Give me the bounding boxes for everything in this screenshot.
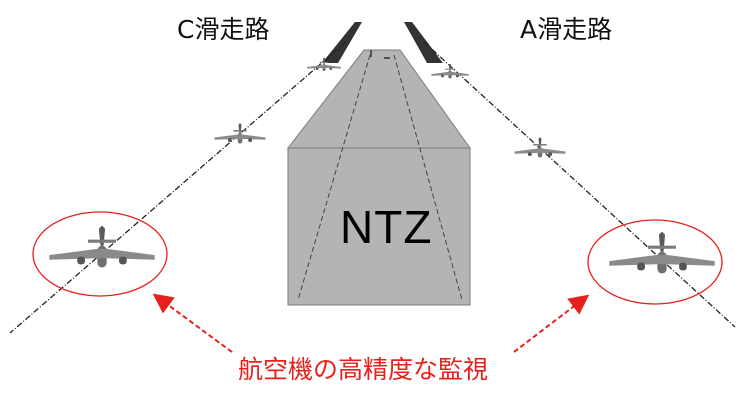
highlight-ring-right [587, 219, 723, 305]
runway-c-strip [322, 22, 362, 63]
approach-line-c [9, 41, 347, 334]
ntz-center-line-right [393, 54, 463, 301]
runway-a-label: A滑走路 [520, 15, 613, 44]
pointer-arrow-left [152, 293, 233, 353]
airplane-icon [49, 225, 155, 268]
ntz-center-line-left [297, 54, 371, 301]
pointer-arrow-right [513, 294, 590, 353]
airplane-icon [514, 137, 566, 158]
runway-c-label: C滑走路 [177, 15, 270, 44]
runway-a-strip [404, 22, 443, 63]
airplane-icon [609, 231, 715, 274]
ntz-top-face [286, 49, 471, 149]
ntz-box [287, 147, 471, 306]
approach-line-a [423, 41, 736, 328]
caption: 航空機の高精度な監視 [238, 355, 489, 384]
ntz-label: NTZ [340, 201, 433, 253]
highlight-ring-left [32, 211, 168, 297]
airplane-icon [431, 63, 469, 79]
airplane-icon [214, 123, 266, 144]
